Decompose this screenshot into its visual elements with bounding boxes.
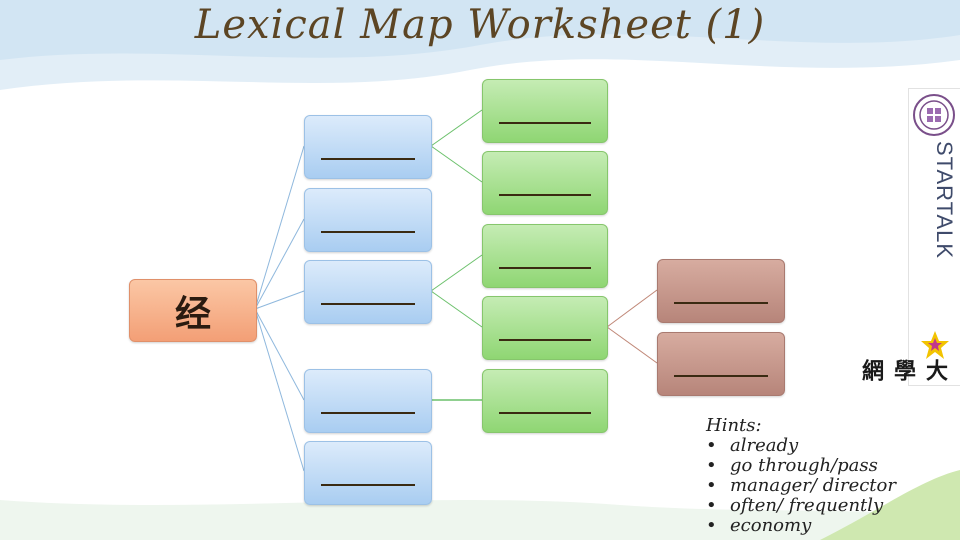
blank-line	[321, 484, 415, 486]
startalk-wordmark: STARTALK	[913, 141, 957, 327]
university-seal-icon	[913, 94, 955, 136]
hints-box: Hints: •already •go through/pass •manage…	[706, 416, 896, 536]
hint-item: •often/ frequently	[706, 495, 884, 516]
word-blank-4[interactable]	[304, 369, 432, 433]
blank-line	[674, 302, 768, 304]
word-blank-9[interactable]	[482, 296, 608, 360]
blank-line	[321, 158, 415, 160]
hint-text: manager/ director	[730, 475, 896, 496]
hint-item: •go through/pass	[706, 455, 878, 476]
star-icon	[921, 331, 949, 359]
word-blank-5[interactable]	[304, 441, 432, 505]
word-blank-10[interactable]	[482, 369, 608, 433]
word-blank-12[interactable]	[657, 332, 785, 396]
hint-text: already	[730, 435, 799, 456]
blank-line	[499, 267, 591, 269]
blank-line	[321, 231, 415, 233]
root-node: 经	[129, 279, 257, 342]
hints-list: •already •go through/pass •manager/ dire…	[706, 436, 896, 536]
hint-item: •manager/ director	[706, 475, 896, 496]
startalk-text: STARTALK	[932, 141, 957, 260]
word-blank-8[interactable]	[482, 224, 608, 288]
blank-line	[321, 412, 415, 414]
blank-line	[499, 122, 591, 124]
word-blank-6[interactable]	[482, 79, 608, 143]
hints-heading: Hints:	[706, 415, 762, 436]
hint-text: economy	[730, 515, 812, 536]
blank-line	[499, 194, 591, 196]
word-blank-2[interactable]	[304, 188, 432, 252]
blank-line	[321, 303, 415, 305]
hint-text: often/ frequently	[730, 495, 884, 516]
word-blank-1[interactable]	[304, 115, 432, 179]
startalk-logo: STARTALK 大學網	[858, 88, 960, 386]
hint-item: •economy	[706, 515, 812, 536]
logo-cjk-text: 大學網	[858, 359, 948, 381]
root-character: 经	[174, 292, 211, 335]
word-blank-3[interactable]	[304, 260, 432, 324]
slide-title: Lexical Map Worksheet (1)	[194, 2, 766, 48]
hint-item: •already	[706, 435, 799, 456]
hint-text: go through/pass	[730, 455, 878, 476]
word-blank-11[interactable]	[657, 259, 785, 323]
blank-line	[499, 412, 591, 414]
word-blank-7[interactable]	[482, 151, 608, 215]
blank-line	[674, 375, 768, 377]
blank-line	[499, 339, 591, 341]
